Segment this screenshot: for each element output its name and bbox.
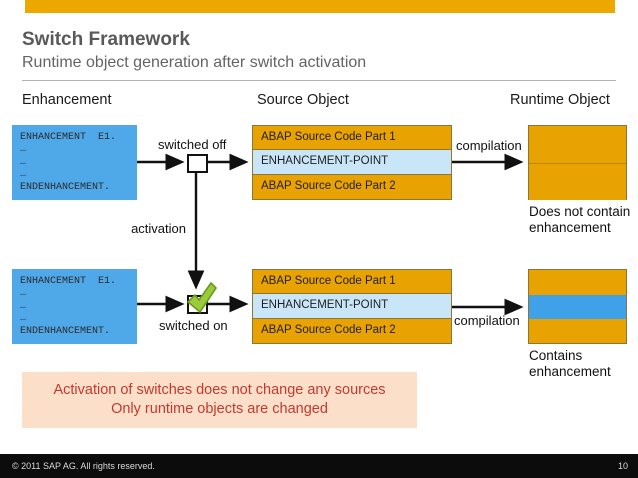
compilation-label-row1: compilation [456, 138, 522, 153]
code-line: … [20, 144, 27, 156]
abap-source-part1: ABAP Source Code Part 1 [252, 269, 452, 294]
runtime-object-box-row1 [528, 125, 627, 200]
runtime-segment [529, 126, 626, 163]
activation-note-box: Activation of switches does not change a… [22, 372, 417, 428]
runtime-segment [529, 270, 626, 295]
runtime-caption-row2: Contains enhancement [529, 348, 611, 379]
column-header-source-object: Source Object [257, 92, 349, 108]
enhancement-point-band: ENHANCEMENT-POINT [252, 150, 452, 175]
code-line: ENHANCEMENT E1. [20, 132, 117, 143]
compilation-label-row2: compilation [454, 313, 520, 328]
column-header-enhancement: Enhancement [22, 92, 112, 108]
page-number: 10 [617, 461, 628, 471]
abap-source-part1: ABAP Source Code Part 1 [252, 125, 452, 150]
runtime-object-box-row2 [528, 269, 627, 344]
source-object-box-row1: ABAP Source Code Part 1 ENHANCEMENT-POIN… [252, 125, 452, 200]
note-line-2: Only runtime objects are changed [111, 401, 328, 417]
footer-bar: © 2011 SAP AG. All rights reserved. 10 [0, 454, 638, 478]
switched-on-label: switched on [159, 318, 228, 333]
source-object-box-row2: ABAP Source Code Part 1 ENHANCEMENT-POIN… [252, 269, 452, 344]
activation-label: activation [131, 221, 186, 236]
code-line: … [20, 169, 27, 181]
code-line: ENDENHANCEMENT. [20, 325, 111, 337]
switch-off-icon [187, 154, 208, 173]
abap-source-part2: ABAP Source Code Part 2 [252, 319, 452, 344]
code-line: … [20, 300, 27, 312]
copyright-text: © 2011 SAP AG. All rights reserved. [12, 461, 155, 471]
column-header-runtime-object: Runtime Object [510, 92, 610, 108]
slide-subtitle: Runtime object generation after switch a… [22, 54, 367, 71]
runtime-caption-row1: Does not contain enhancement [529, 204, 631, 235]
code-line: ENDENHANCEMENT. [20, 181, 111, 193]
code-line: … [20, 156, 27, 168]
slide-title: Switch Framework [22, 29, 190, 50]
code-line: … [20, 288, 27, 300]
code-line: ENHANCEMENT E1. [20, 276, 117, 287]
enhancement-point-band: ENHANCEMENT-POINT [252, 294, 452, 319]
switched-off-label: switched off [158, 137, 227, 152]
abap-source-part2: ABAP Source Code Part 2 [252, 175, 452, 200]
enhancement-code-box-row1: ENHANCEMENT E1. … … … ENDENHANCEMENT. [12, 125, 137, 200]
top-accent-bar [25, 0, 615, 13]
green-checkmark-icon [185, 281, 217, 320]
runtime-enhancement-segment [529, 295, 626, 319]
runtime-segment [529, 163, 626, 200]
code-line: … [20, 313, 27, 325]
runtime-segment [529, 319, 626, 343]
enhancement-code-box-row2: ENHANCEMENT E1. … … … ENDENHANCEMENT. [12, 269, 137, 344]
note-line-1: Activation of switches does not change a… [53, 382, 386, 398]
header-divider [22, 80, 616, 81]
